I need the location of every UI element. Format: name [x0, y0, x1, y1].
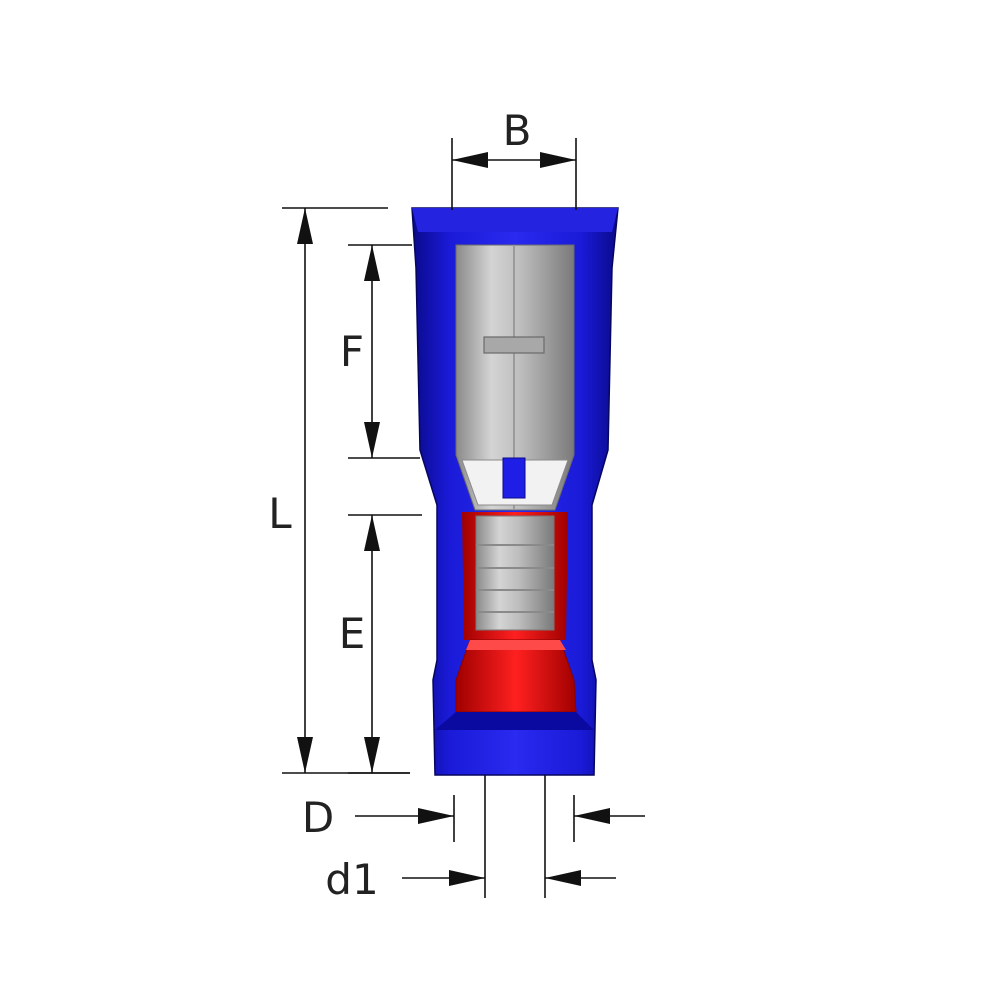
dimension-b: B — [451, 106, 577, 210]
dimension-f: F — [340, 244, 420, 459]
label-d: D — [302, 793, 334, 842]
metal-socket — [455, 244, 575, 511]
insulation-opening — [435, 712, 594, 730]
socket-slot — [483, 336, 545, 354]
dimension-e: E — [339, 514, 422, 774]
dimension-d: D — [302, 793, 645, 842]
label-b: B — [503, 106, 532, 155]
barrel-sleeve — [455, 512, 577, 713]
socket-inner-tab — [502, 457, 526, 499]
dimension-d1: d1 — [325, 775, 616, 904]
label-f: F — [340, 327, 364, 376]
label-l: L — [268, 489, 292, 538]
dimension-l: L — [268, 207, 410, 774]
label-e: E — [339, 609, 366, 658]
label-d1: d1 — [325, 855, 378, 904]
